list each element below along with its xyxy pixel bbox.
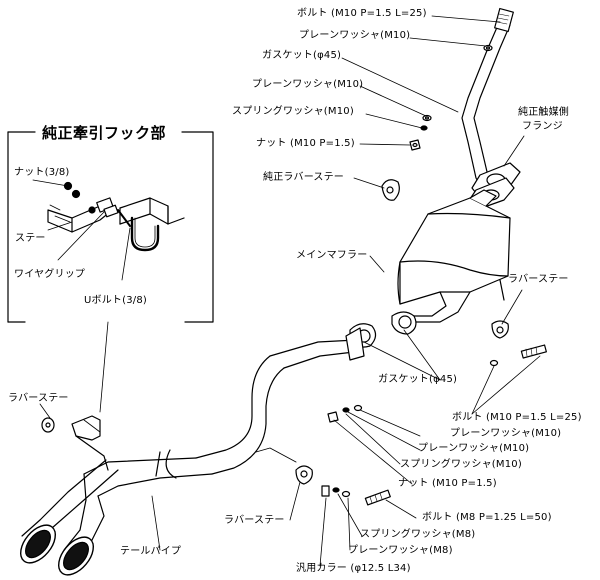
label-washer-m8: プレーンワッシャ(M8): [348, 545, 453, 556]
label-collar: 汎用カラー (φ12.5 L34): [296, 563, 411, 574]
label-rubber-stay-left: ラバーステー: [8, 393, 69, 404]
label-spring-mid: スプリングワッシャ(M10): [232, 106, 354, 117]
label-washer-top: プレーンワッシャ(M10): [299, 30, 411, 41]
label-oem-flange-1: 純正触媒側: [518, 107, 569, 118]
label-nut-low: ナット (M10 P=1.5): [398, 478, 497, 489]
detail-stay-label: ステー: [15, 233, 46, 244]
label-nut-mid: ナット (M10 P=1.5): [256, 138, 355, 149]
label-main-muffler: メインマフラー: [296, 250, 368, 261]
upper-small-parts: [409, 114, 432, 151]
label-washer-low1: プレーンワッシャ(M10): [450, 428, 562, 439]
detail-inset-box: [7, 131, 214, 323]
left-hook-stay: [41, 415, 109, 471]
leader-lines: [39, 15, 541, 567]
main-pipe: [195, 327, 365, 475]
label-washer-low2: プレーンワッシャ(M10): [418, 443, 530, 454]
rubber-stay-right-part: [491, 320, 509, 339]
label-gasket-mid: ガスケット(φ45): [378, 374, 458, 385]
lower-small-parts: [327, 404, 363, 423]
label-gasket-top: ガスケット(φ45): [262, 50, 342, 61]
label-spring-m8: スプリングワッシャ(M8): [360, 529, 476, 540]
leader-detail-to-hook: [99, 321, 109, 413]
label-bolt-mid: ボルト (M10 P=1.5 L=25): [452, 412, 582, 423]
detail-nut-label: ナット(3/8): [14, 167, 70, 178]
y-section: [83, 449, 213, 497]
label-oem-flange-2: フランジ: [522, 121, 563, 132]
bolt-mid: [489, 344, 547, 367]
oem-rubber-stay: [381, 179, 400, 201]
bottom-hardware: [295, 465, 391, 506]
detail-title: 純正牽引フック部: [38, 124, 171, 142]
tail-pipes: [20, 459, 119, 576]
detail-u-bolt-label: Uボルト(3/8): [84, 295, 148, 306]
label-washer-mid: プレーンワッシャ(M10): [252, 79, 364, 90]
main-muffler: [397, 189, 511, 323]
label-spring-low: スプリングワッシャ(M10): [400, 459, 522, 470]
detail-wire-grip-label: ワイヤグリップ: [14, 269, 86, 280]
label-rubber-stay-right: ラバーステー: [508, 274, 569, 285]
label-rubber-stay-bottom: ラバーステー: [224, 515, 285, 526]
label-bolt-m8: ボルト (M8 P=1.25 L=50): [422, 512, 552, 523]
label-oem-rubber-stay: 純正ラバーステー: [263, 172, 344, 183]
label-bolt-top: ボルト (M10 P=1.5 L=25): [297, 8, 427, 19]
label-tail-pipe: テールパイプ: [120, 546, 182, 557]
